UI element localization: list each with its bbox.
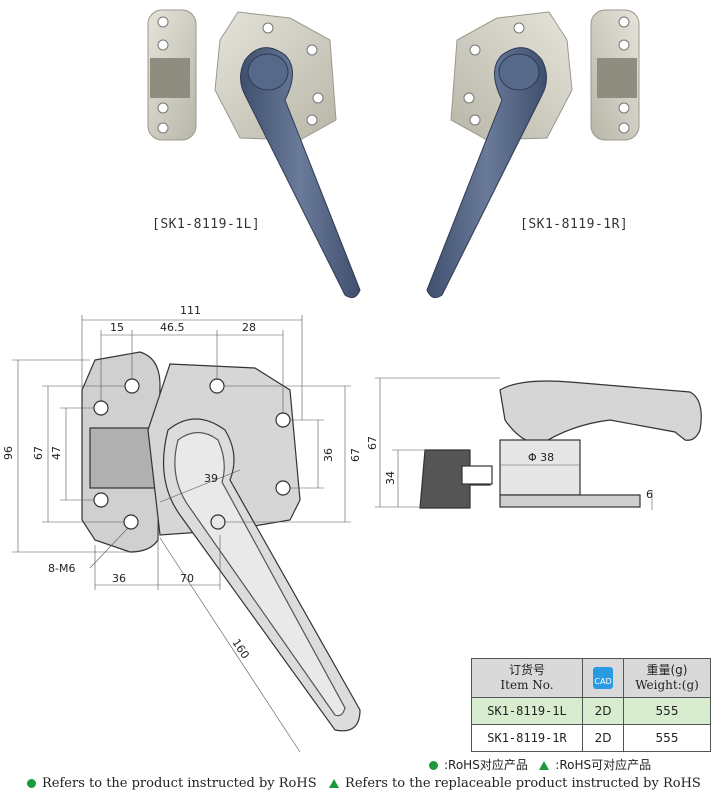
product-photos — [147, 9, 640, 299]
svg-text:70: 70 — [180, 572, 194, 585]
cad-file-icon: CAD — [593, 667, 613, 689]
cad-header: CAD — [582, 658, 624, 698]
svg-text:67: 67 — [366, 436, 379, 450]
rohs-triangle-icon — [329, 779, 340, 788]
rohs-dot-icon — [27, 779, 36, 788]
right-latch-photo — [426, 9, 640, 299]
table-row: SK1-8119-1L 2D 555 — [471, 697, 711, 725]
svg-text:67: 67 — [349, 448, 362, 462]
svg-text:36: 36 — [322, 448, 335, 462]
side-handle — [499, 380, 702, 446]
svg-text:67: 67 — [32, 446, 45, 460]
side-view-drawing: 67 34 Φ 38 6 — [366, 377, 702, 510]
svg-text:39: 39 — [204, 472, 218, 485]
svg-text:15: 15 — [110, 321, 124, 334]
weight-header: 重量(g) Weight:(g) — [623, 658, 711, 698]
left-model-label: [SK1-8119-1L] — [152, 217, 261, 232]
svg-text:36: 36 — [112, 572, 126, 585]
svg-text:47: 47 — [50, 446, 63, 460]
left-latch-photo — [147, 9, 361, 299]
svg-text:6: 6 — [646, 488, 653, 501]
svg-text:46.5: 46.5 — [160, 321, 185, 334]
svg-text:34: 34 — [384, 471, 397, 485]
side-base — [499, 439, 581, 496]
svg-text:8-M6: 8-M6 — [48, 562, 75, 575]
legend-small: :RoHS对应产品 :RoHS可对应产品 — [429, 756, 651, 773]
dimension-labels: 111 15 46.5 28 96 67 47 36 67 39 8-M6 36… — [2, 304, 362, 661]
dimension-lines — [12, 315, 351, 753]
front-view-drawing: 111 15 46.5 28 96 67 47 36 67 39 8-M6 36… — [2, 304, 362, 753]
side-catch — [419, 449, 491, 509]
table-row: SK1-8119-1R 2D 555 — [471, 724, 711, 752]
svg-text:28: 28 — [242, 321, 256, 334]
legend-bottom: Refers to the product instructed by RoHS… — [27, 776, 701, 791]
right-model-label: [SK1-8119-1R] — [520, 217, 629, 232]
spec-table: 订货号 Item No. CAD 重量(g) Weight:(g) SK1-81… — [471, 658, 711, 752]
svg-text:Φ 38: Φ 38 — [528, 451, 554, 464]
cad-2d-link[interactable]: 2D — [582, 697, 624, 725]
item-no-header: 订货号 Item No. — [471, 658, 583, 698]
svg-text:111: 111 — [180, 304, 201, 317]
cad-2d-link[interactable]: 2D — [582, 724, 624, 752]
svg-text:96: 96 — [2, 446, 15, 460]
rohs-dot-icon — [429, 761, 438, 770]
rohs-triangle-icon — [539, 761, 550, 770]
